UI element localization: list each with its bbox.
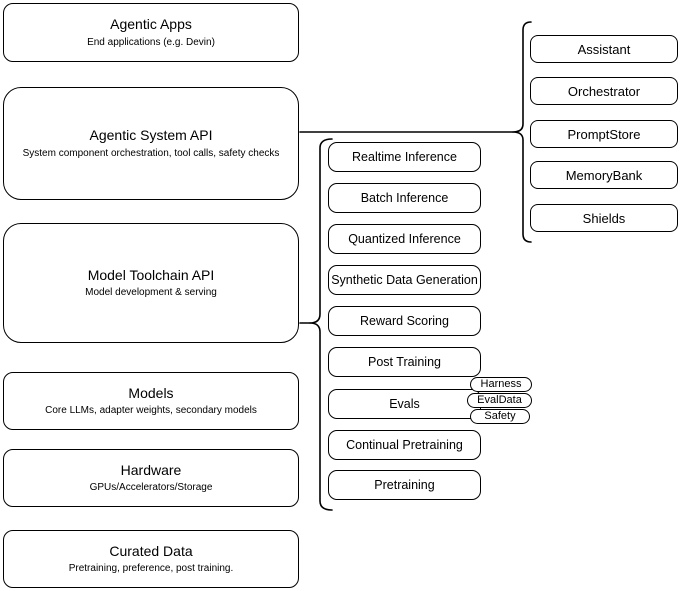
node-agentic-system-api: Agentic System API System component orch… [3, 87, 299, 200]
node-subtitle: System component orchestration, tool cal… [22, 147, 280, 159]
node-hardware: Hardware GPUs/Accelerators/Storage [3, 449, 299, 507]
node-label: Shields [582, 210, 626, 226]
node-title: Hardware [120, 461, 182, 478]
node-subtitle: Model development & serving [85, 287, 217, 299]
node-quantized-inference: Quantized Inference [328, 224, 481, 254]
components-brace [512, 21, 532, 243]
node-label: MemoryBank [565, 167, 643, 183]
node-label: Reward Scoring [360, 314, 449, 328]
tag-label: Safety [484, 410, 516, 422]
evals-tag-safety: Safety [470, 409, 530, 424]
node-title: Models [128, 384, 174, 401]
node-continual-pretraining: Continual Pretraining [328, 430, 481, 460]
node-title: Agentic Apps [110, 16, 192, 33]
node-synthetic-data-generation: Synthetic Data Generation [328, 265, 481, 295]
node-subtitle: Pretraining, preference, post training. [68, 563, 234, 575]
node-label: Pretraining [374, 478, 435, 492]
node-label: Evals [389, 397, 420, 411]
node-label: Orchestrator [567, 83, 641, 99]
node-models: Models Core LLMs, adapter weights, secon… [3, 372, 299, 430]
node-memorybank: MemoryBank [530, 161, 678, 189]
evals-tag-harness: Harness [470, 377, 532, 392]
node-label: Assistant [577, 41, 631, 57]
node-pretraining: Pretraining [328, 470, 481, 500]
node-promptstore: PromptStore [530, 120, 678, 148]
node-curated-data: Curated Data Pretraining, preference, po… [3, 530, 299, 588]
node-post-training: Post Training [328, 347, 481, 377]
node-agentic-apps: Agentic Apps End applications (e.g. Devi… [3, 3, 299, 62]
tag-label: Harness [480, 378, 522, 390]
node-subtitle: Core LLMs, adapter weights, secondary mo… [45, 405, 257, 417]
node-shields: Shields [530, 204, 678, 232]
node-subtitle: GPUs/Accelerators/Storage [89, 482, 213, 494]
node-assistant: Assistant [530, 35, 678, 63]
node-title: Model Toolchain API [87, 266, 215, 283]
node-label: Post Training [368, 355, 441, 369]
node-subtitle: End applications (e.g. Devin) [87, 36, 215, 48]
node-label: PromptStore [567, 126, 641, 142]
evals-tag-evaldata: EvalData [467, 393, 532, 408]
node-title: Curated Data [109, 542, 193, 559]
node-label: Realtime Inference [352, 150, 457, 164]
node-label: Batch Inference [360, 191, 449, 205]
node-title: Agentic System API [89, 127, 213, 144]
node-model-toolchain-api: Model Toolchain API Model development & … [3, 223, 299, 343]
node-batch-inference: Batch Inference [328, 183, 481, 213]
node-label: Synthetic Data Generation [331, 273, 478, 287]
node-evals: Evals [328, 389, 481, 419]
node-reward-scoring: Reward Scoring [328, 306, 481, 336]
node-orchestrator: Orchestrator [530, 77, 678, 105]
node-label: Quantized Inference [348, 232, 461, 246]
toolchain-brace [309, 138, 333, 511]
tag-label: EvalData [477, 394, 522, 406]
node-realtime-inference: Realtime Inference [328, 142, 481, 172]
node-label: Continual Pretraining [346, 438, 463, 452]
